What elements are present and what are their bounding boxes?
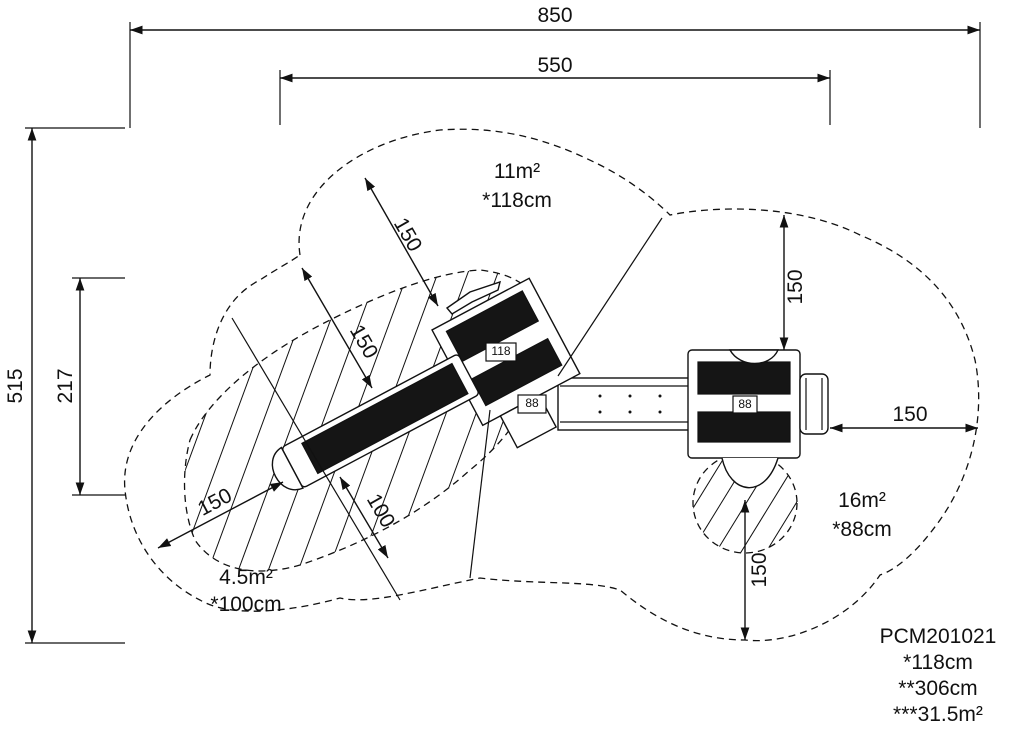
zone-top-height: *118cm [482, 189, 552, 212]
zone-left-area: 4.5m² [219, 566, 273, 589]
slide [271, 354, 479, 491]
zone-right-area: 16m² [838, 489, 886, 512]
dimension-overall-width: 850 [129, 4, 981, 128]
zone-label-right: 16m² *88cm [832, 489, 892, 541]
clearance-f-label: 150 [748, 552, 771, 587]
zone-left-height: *100cm [210, 593, 281, 616]
zone-label-top: 11m² *118cm [482, 160, 552, 212]
hatched-height-label: 217 [54, 368, 77, 403]
zone-top-area: 11m² [494, 160, 540, 183]
model-info-block: PCM201021 *118cm **306cm ***31.5m² [858, 624, 1018, 728]
clearance-top-diagonal: 150 [364, 177, 439, 307]
swing-zone-outline [692, 452, 798, 554]
clearance-right-bottom: 150 [740, 500, 771, 640]
model-max-height: *118cm [903, 651, 973, 674]
dimension-overall-height: 515 [4, 127, 125, 644]
overall-height-label: 515 [4, 368, 27, 403]
inner-width-label: 550 [537, 54, 572, 77]
model-area: ***31.5m² [893, 703, 983, 726]
clearance-a-label: 150 [389, 214, 426, 256]
clearance-right-top: 150 [779, 215, 807, 350]
dimension-inner-width: 550 [279, 54, 831, 125]
tower-mid-tag: 88 [525, 396, 539, 410]
clearance-d-label: 150 [784, 269, 807, 304]
clearance-e-label: 150 [892, 403, 927, 426]
steering-wheel [445, 280, 501, 315]
leader-line-top [557, 217, 663, 377]
model-code: PCM201021 [879, 625, 997, 648]
tower-high-tag: 118 [491, 344, 510, 358]
safety-zone-outline [123, 128, 980, 642]
clearance-right-side: 150 [830, 403, 978, 433]
leader-line-mid [469, 409, 491, 579]
right-tower: 88 [687, 349, 829, 489]
zone-right-height: *88cm [832, 518, 892, 541]
bridge [557, 377, 694, 431]
clearance-offset-label: 100 [362, 490, 399, 532]
tower-high-tag-group: 118 88 [485, 342, 547, 414]
dimension-hatched-height: 217 [54, 277, 125, 496]
model-perimeter: **306cm [898, 677, 978, 700]
zone-label-left: 4.5m² *100cm [210, 566, 281, 616]
tower-right-tag: 88 [738, 397, 752, 411]
overall-width-label: 850 [537, 4, 572, 27]
clearance-c-label: 150 [194, 484, 236, 521]
